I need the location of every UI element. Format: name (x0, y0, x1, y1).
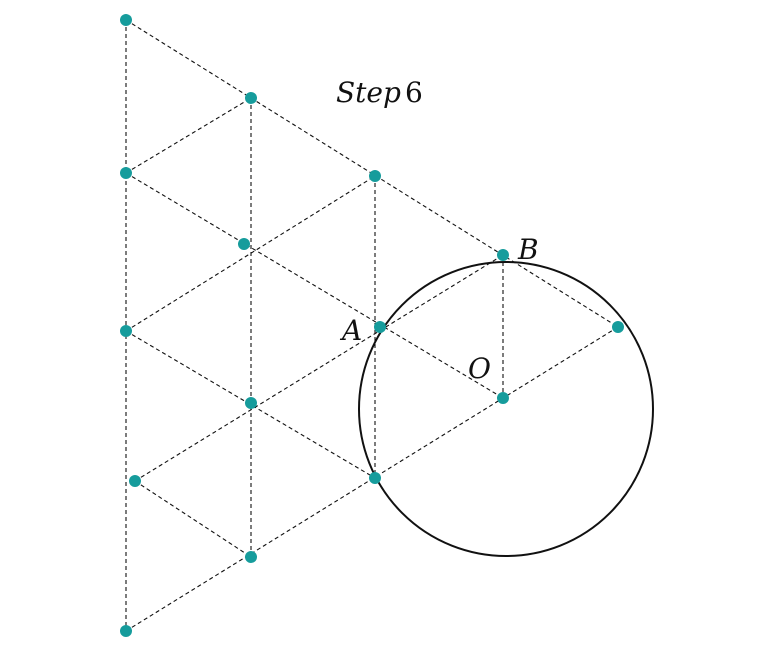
grid-point (238, 238, 250, 250)
circle-o (358, 261, 654, 557)
label-a: A (339, 314, 362, 347)
points (120, 14, 624, 637)
label-b: B (517, 233, 539, 266)
grid-point (120, 625, 132, 637)
grid-point (245, 92, 257, 104)
grid-point (120, 325, 132, 337)
point-a (374, 321, 386, 333)
grid-point (245, 551, 257, 563)
grid-point (120, 167, 132, 179)
label-o: O (468, 352, 491, 385)
grid-line (125, 97, 252, 174)
grid-point (612, 321, 624, 333)
grid-point (129, 475, 141, 487)
point-b (497, 249, 509, 261)
grid-line (134, 480, 252, 558)
grid-line (134, 254, 504, 482)
grid-point (245, 397, 257, 409)
step-title-word: Step (336, 76, 401, 109)
grid-point (369, 472, 381, 484)
grid-point (120, 14, 132, 26)
dashed-grid (125, 19, 619, 632)
step-title-number: 6 (405, 76, 423, 109)
grid-line (125, 172, 504, 399)
grid-line (125, 330, 376, 479)
point-o (497, 392, 509, 404)
grid-point (369, 170, 381, 182)
